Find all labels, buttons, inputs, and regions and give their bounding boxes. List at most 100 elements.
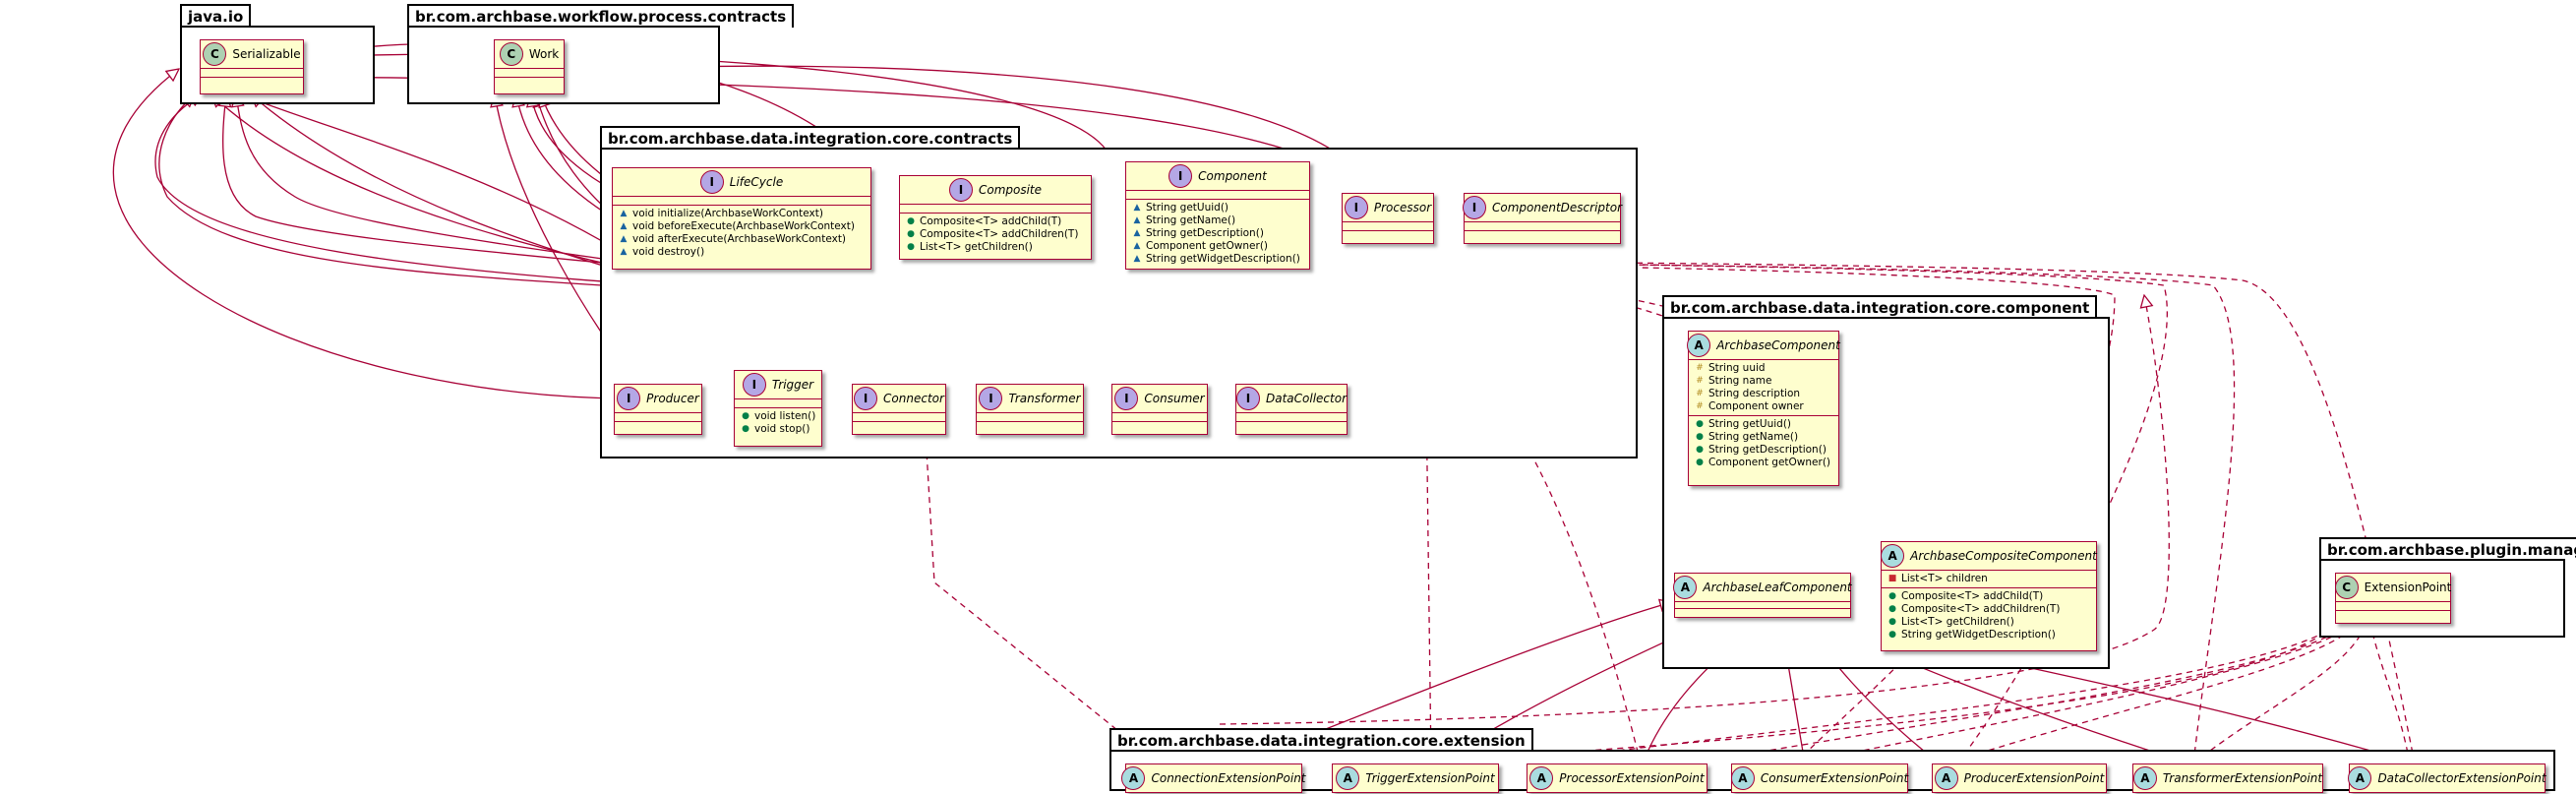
method: Composite<T> addChildren(T) (1901, 603, 2061, 615)
abstract-producerextensionpoint[interactable]: A ProducerExtensionPoint (1932, 763, 2107, 793)
class-name: Component (1198, 169, 1267, 183)
public-visibility-icon: ● (742, 411, 749, 421)
package-visibility-icon: ▲ (1133, 254, 1141, 264)
class-name: Processor (1373, 201, 1432, 214)
class-name: Transformer (1008, 392, 1081, 405)
interface-lifecycle[interactable]: I LifeCycle ▲ void initialize(ArchbaseWork… (612, 167, 871, 270)
abstract-triggerextensionpoint[interactable]: A TriggerExtensionPoint (1332, 763, 1499, 793)
method: String getWidgetDescription() (1146, 253, 1300, 265)
public-visibility-icon: ● (1696, 445, 1704, 455)
class-name: Composite (978, 183, 1043, 197)
package-visibility-icon: ▲ (1133, 228, 1141, 238)
abstract-badge-icon: A (2348, 766, 2372, 790)
protected-visibility-icon: # (1696, 376, 1704, 386)
edge-consumerep-extensionpoint (1799, 623, 2356, 764)
public-visibility-icon: ● (1888, 604, 1896, 614)
interface-badge-icon: I (699, 170, 724, 194)
public-visibility-icon: ● (907, 229, 915, 239)
interface-badge-icon: I (1463, 196, 1486, 219)
public-visibility-icon: ● (1888, 630, 1896, 640)
abstract-connectionextensionpoint[interactable]: A ConnectionExtensionPoint (1121, 763, 1306, 793)
field: String name (1708, 375, 1772, 387)
package-visibility-icon: ▲ (1133, 203, 1141, 213)
interface-badge-icon: I (742, 373, 766, 397)
method: String getName() (1708, 431, 1799, 443)
abstract-archbaseleafcomponent[interactable]: A ArchbaseLeafComponent (1673, 573, 1852, 618)
class-name: ComponentDescriptor (1492, 201, 1623, 214)
public-visibility-icon: ● (907, 242, 915, 252)
protected-visibility-icon: # (1696, 363, 1704, 373)
class-name: ArchbaseComponent (1716, 338, 1840, 352)
class-badge-icon: C (203, 42, 227, 66)
class-name: TriggerExtensionPoint (1365, 771, 1495, 785)
interface-badge-icon: I (1114, 387, 1139, 410)
class-name: Producer (646, 392, 699, 405)
class-name: ProducerExtensionPoint (1963, 771, 2105, 785)
private-visibility-icon: ■ (1887, 574, 1897, 583)
abstract-badge-icon: A (1934, 766, 1958, 790)
package-tab-component: br.com.archbase.data.integration.core.co… (1662, 295, 2098, 319)
class-name: DataCollector (1266, 392, 1348, 405)
edge-extra1-serializable (158, 94, 749, 296)
package-visibility-icon: ▲ (1133, 215, 1141, 225)
abstract-badge-icon: A (1336, 766, 1360, 790)
method: List<T> getChildren() (920, 241, 1033, 253)
interface-badge-icon: I (1236, 387, 1260, 410)
public-visibility-icon: ● (1696, 432, 1704, 442)
method: List<T> getChildren() (1901, 616, 2014, 628)
method: String getWidgetDescription() (1901, 629, 2056, 641)
abstract-badge-icon: A (1673, 576, 1698, 599)
class-serializable[interactable]: C Serializable (200, 39, 304, 94)
class-name: Serializable (232, 47, 301, 61)
abstract-processorextensionpoint[interactable]: A ProcessorExtensionPoint (1527, 763, 1707, 793)
public-visibility-icon: ● (1888, 591, 1896, 601)
package-tab-workflow: br.com.archbase.workflow.process.contrac… (407, 4, 795, 28)
edge-producer-serializable (112, 69, 650, 399)
method: String getUuid() (1146, 202, 1229, 214)
package-visibility-icon: ▲ (620, 221, 628, 231)
field: String uuid (1708, 362, 1766, 374)
public-visibility-icon: ● (742, 424, 749, 434)
class-name: ArchbaseLeafComponent (1703, 580, 1852, 594)
class-name: ArchbaseCompositeComponent (1910, 549, 2097, 563)
package-tab-javaio: java.io (180, 4, 252, 28)
interface-badge-icon: I (1168, 164, 1193, 188)
interface-badge-icon: I (948, 178, 973, 202)
abstract-badge-icon: A (1529, 766, 1554, 790)
edge-datacollectorep-component (1334, 260, 2416, 764)
method: void initialize(ArchbaseWorkContext) (632, 208, 823, 219)
class-name: LifeCycle (729, 175, 784, 189)
package-tab-extension: br.com.archbase.data.integration.core.ex… (1109, 728, 1533, 752)
field: String description (1708, 388, 1801, 399)
class-name: Work (528, 47, 560, 61)
class-name: ExtensionPoint (2364, 580, 2452, 594)
abstract-badge-icon: A (1121, 766, 1146, 790)
class-name: ProcessorExtensionPoint (1559, 771, 1705, 785)
package-visibility-icon: ▲ (620, 234, 628, 244)
method: void afterExecute(ArchbaseWorkContext) (632, 233, 847, 245)
field: List<T> children (1901, 573, 1988, 584)
interface-componentdescriptor[interactable]: I ComponentDescriptor (1463, 193, 1623, 244)
class-name: ConnectionExtensionPoint (1151, 771, 1306, 785)
abstract-datacollectorextensionpoint[interactable]: A DataCollectorExtensionPoint (2348, 763, 2546, 793)
edge-producerep-extensionpoint (1947, 624, 2359, 764)
interface-datacollector[interactable]: I DataCollector (1235, 384, 1348, 435)
class-name: DataCollectorExtensionPoint (2377, 771, 2546, 785)
method: Composite<T> addChild(T) (920, 215, 1062, 227)
public-visibility-icon: ● (1888, 617, 1896, 627)
interface-component[interactable]: I Component ▲ String getUuid() ▲ String get… (1125, 161, 1310, 270)
